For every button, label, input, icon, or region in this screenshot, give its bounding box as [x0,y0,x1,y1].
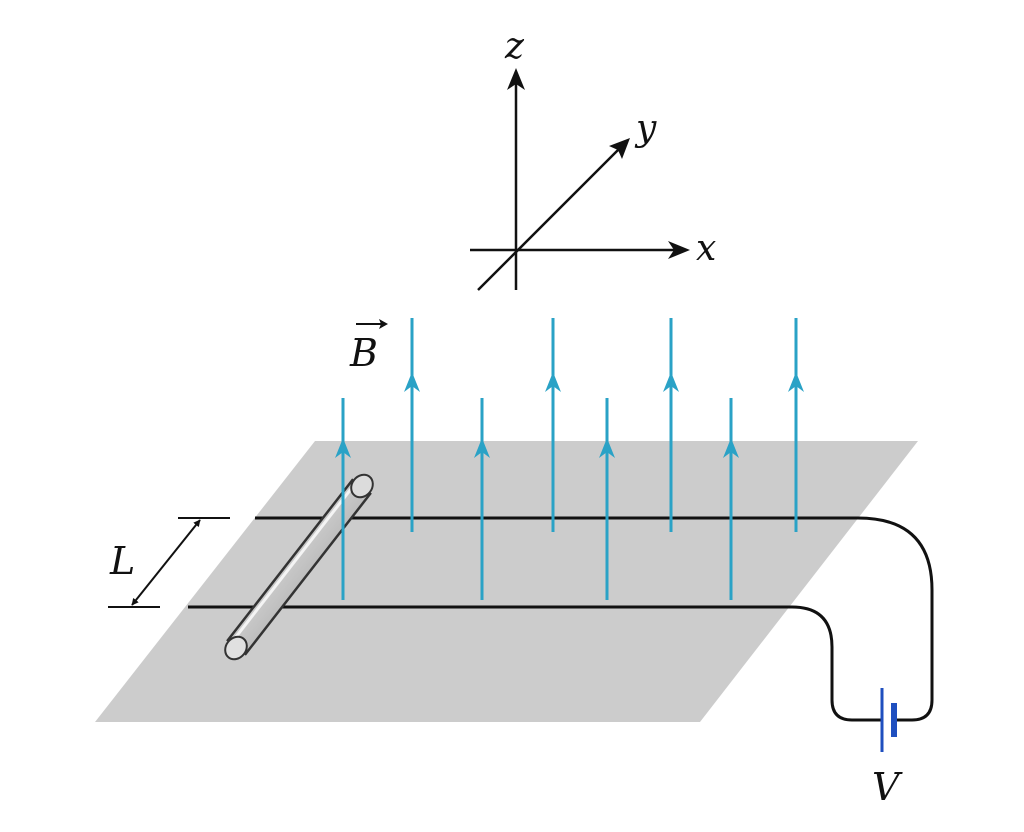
y-axis-label: y [634,108,657,149]
field-line [663,318,679,532]
y-axis-arrowhead [609,138,630,159]
x-axis-label: x [696,228,716,269]
coordinate-axes: z y x [470,26,716,291]
y-axis [477,141,627,291]
field-line [788,318,804,532]
magnetic-field-label: B [349,319,388,375]
dimension-arrow [131,519,201,606]
field-line [545,318,561,532]
field-line [335,398,351,600]
field-lines-front [335,398,351,600]
vector-arrow-head [379,319,388,329]
z-axis-label: z [504,26,525,67]
lower-rail-with-return-wire [188,605,882,722]
x-axis-arrowhead [668,241,690,259]
z-axis-arrowhead [507,68,525,90]
battery: V [872,688,903,809]
ground-plane [95,441,918,722]
field-line [404,318,420,532]
upper-rail-with-return-wire [255,516,934,722]
rails [188,516,934,722]
field-lines-back [404,318,804,600]
rail-separation-dimension: L [108,517,230,608]
field-line [599,398,615,600]
separation-label: L [109,539,135,583]
field-line [723,398,739,600]
field-label-text: B [349,331,378,375]
field-line [474,398,490,600]
rod-near-end [224,635,248,661]
voltage-label: V [872,765,903,809]
rod-far-end [350,473,374,499]
sliding-rod [224,473,374,661]
